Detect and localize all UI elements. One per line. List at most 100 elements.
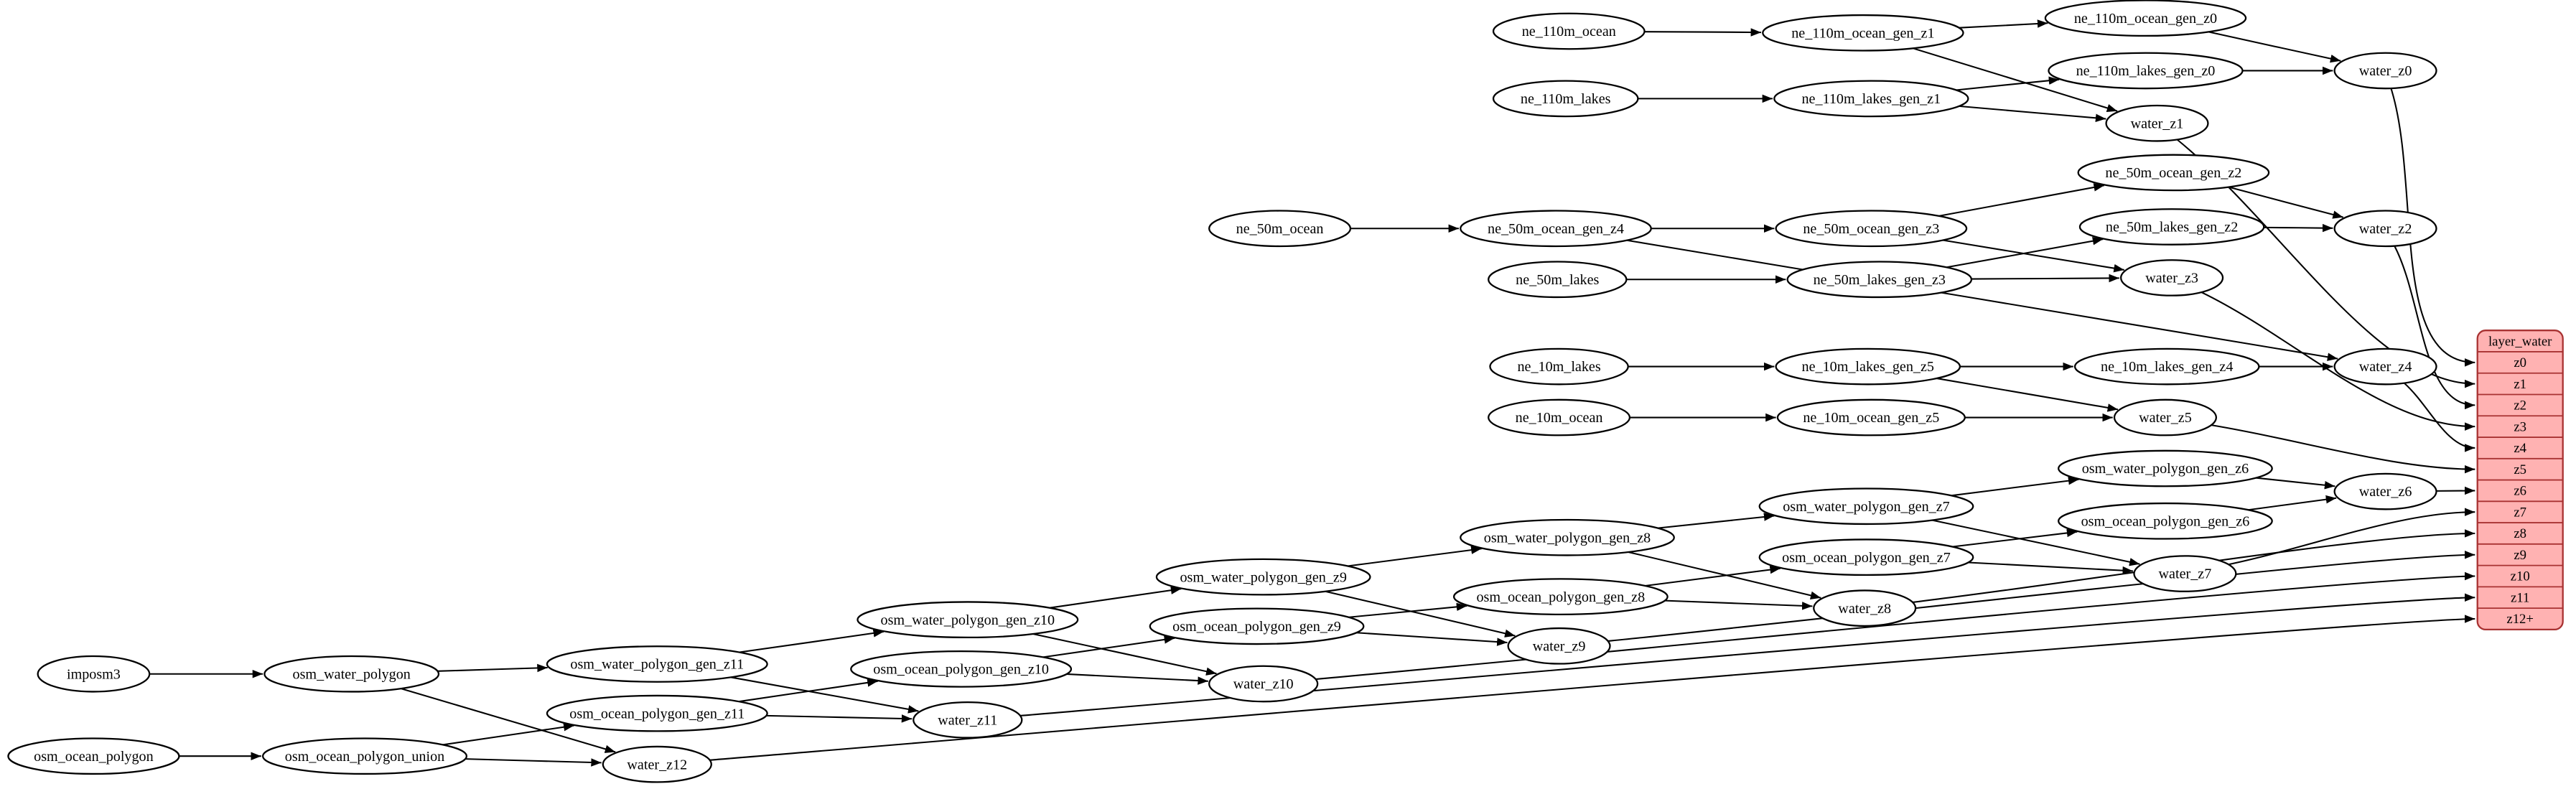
edge-osm_ocean_polygon_gen_z6--water_z6 (2248, 495, 2337, 511)
edge-osm_ocean_polygon_union--osm_ocean_polygon_gen_z11 (442, 723, 574, 746)
node-label-osm_ocean_polygon_gen_z8: osm_ocean_polygon_gen_z8 (1477, 589, 1646, 605)
node-label-osm_water_polygon_gen_z8: osm_water_polygon_gen_z8 (1484, 530, 1651, 546)
node-label-osm_water_polygon_gen_z10: osm_water_polygon_gen_z10 (881, 612, 1055, 628)
record-row-z9: z9 (2514, 548, 2526, 563)
edge-osm_water_polygon_gen_z8--osm_water_polygon_gen_z7 (1657, 513, 1775, 529)
edge-osm_ocean_polygon_gen_z9--osm_ocean_polygon_gen_z8 (1348, 602, 1467, 618)
record-title: layer_water (2488, 334, 2552, 349)
node-osm_water_polygon: osm_water_polygon (263, 655, 440, 693)
node-water_z10: water_z10 (1208, 665, 1319, 703)
edge-osm_water_polygon--osm_water_polygon_gen_z11 (437, 663, 548, 673)
node-ne_10m_lakes: ne_10m_lakes (1489, 347, 1629, 386)
edge-water_z10--layer_water-z10 (1315, 571, 2475, 681)
edge-osm_water_polygon_gen_z7--osm_water_polygon_gen_z6 (1951, 476, 2079, 497)
node-label-osm_ocean_polygon_gen_z10: osm_ocean_polygon_gen_z10 (873, 662, 1049, 678)
node-ellipse (2113, 398, 2218, 436)
node-label-ne_50m_lakes_gen_z3: ne_50m_lakes_gen_z3 (1814, 272, 1946, 288)
record-row-z7: z7 (2514, 505, 2526, 520)
node-label-osm_ocean_polygon_gen_z11: osm_ocean_polygon_gen_z11 (569, 706, 745, 722)
node-ne_10m_ocean: ne_10m_ocean (1488, 398, 1631, 436)
node-label-water_z10: water_z10 (1233, 676, 1294, 692)
node-label-ne_50m_ocean_gen_z3: ne_50m_ocean_gen_z3 (1803, 221, 1939, 237)
node-ellipse (1149, 607, 1365, 645)
node-label-ne_110m_lakes_gen_z1: ne_110m_lakes_gen_z1 (1801, 91, 1941, 107)
edge-osm_ocean_polygon_gen_z11--osm_ocean_polygon_gen_z10 (738, 678, 878, 703)
node-water_z5: water_z5 (2113, 398, 2218, 436)
node-osm_ocean_polygon_gen_z6: osm_ocean_polygon_gen_z6 (2058, 502, 2273, 540)
node-label-osm_ocean_polygon_gen_z6: osm_ocean_polygon_gen_z6 (2081, 513, 2250, 529)
edge-ne_10m_lakes_gen_z5--water_z5 (1936, 378, 2119, 412)
node-ellipse (2048, 52, 2244, 90)
edge-water_z3--layer_water-z3 (2201, 291, 2475, 431)
node-ellipse (1775, 347, 1961, 386)
node-ellipse (1208, 210, 1352, 248)
node-label-osm_water_polygon_gen_z9: osm_water_polygon_gen_z9 (1180, 569, 1346, 585)
node-label-ne_10m_ocean_gen_z5: ne_10m_ocean_gen_z5 (1803, 410, 1939, 426)
node-ellipse (1762, 14, 1964, 52)
node-ellipse (1488, 261, 1628, 299)
node-ne_50m_ocean_gen_z2: ne_50m_ocean_gen_z2 (2077, 154, 2270, 192)
node-ellipse (1460, 210, 1652, 248)
node-label-water_z4: water_z4 (2359, 359, 2412, 375)
edge-osm_water_polygon_gen_z10--water_z10 (1033, 633, 1217, 676)
node-ne_50m_lakes: ne_50m_lakes (1488, 261, 1628, 299)
node-ne_50m_ocean: ne_50m_ocean (1208, 210, 1352, 248)
edge-water_z7--layer_water-z7 (2228, 508, 2475, 566)
edge-ne_50m_lakes_gen_z3--ne_50m_lakes_gen_z2 (1946, 237, 2104, 269)
node-osm_ocean_polygon_gen_z8: osm_ocean_polygon_gen_z8 (1452, 578, 1669, 615)
node-ellipse (857, 601, 1079, 639)
node-ellipse (1488, 398, 1631, 436)
edge-ne_110m_lakes_gen_z1--ne_110m_lakes_gen_z0 (1956, 76, 2060, 91)
node-osm_ocean_polygon_gen_z7: osm_ocean_polygon_gen_z7 (1758, 538, 1974, 576)
node-label-imposm3: imposm3 (67, 666, 121, 682)
node-ellipse (602, 745, 712, 783)
node-label-osm_ocean_polygon_gen_z9: osm_ocean_polygon_gen_z9 (1172, 619, 1341, 635)
node-water_z6: water_z6 (2333, 472, 2437, 510)
edge-osm_ocean_polygon_gen_z7--water_z7 (1968, 561, 2133, 575)
node-label-ne_10m_lakes: ne_10m_lakes (1517, 359, 1600, 375)
record-row-z6: z6 (2514, 484, 2526, 499)
node-label-osm_ocean_polygon_union: osm_ocean_polygon_union (285, 749, 444, 765)
edge-osm_water_polygon_gen_z11--water_z11 (730, 676, 919, 714)
node-label-ne_110m_lakes_gen_z0: ne_110m_lakes_gen_z0 (2076, 63, 2216, 79)
edge-ne_110m_ocean_gen_z0--water_z0 (2208, 31, 2341, 63)
edge-osm_ocean_polygon_union--water_z12 (465, 758, 602, 767)
node-ellipse (1208, 665, 1319, 703)
edge-osm_water_polygon--water_z12 (401, 688, 616, 753)
record-row-z8: z8 (2514, 526, 2526, 541)
node-ne_110m_lakes_gen_z0: ne_110m_lakes_gen_z0 (2048, 52, 2244, 90)
node-water_z12: water_z12 (602, 745, 712, 783)
node-label-water_z9: water_z9 (1533, 638, 1586, 654)
edge-ne_110m_ocean_gen_z1--water_z1 (1913, 47, 2118, 113)
edge-osm_water_polygon_gen_z9--water_z9 (1325, 590, 1516, 638)
node-ellipse (546, 694, 768, 732)
node-osm_water_polygon_gen_z8: osm_water_polygon_gen_z8 (1460, 518, 1675, 556)
node-water_z7: water_z7 (2133, 555, 2237, 592)
node-label-osm_ocean_polygon: osm_ocean_polygon (34, 749, 154, 765)
node-osm_water_polygon_gen_z7: osm_water_polygon_gen_z7 (1758, 487, 1974, 526)
node-water_z1: water_z1 (2105, 104, 2209, 142)
edge-osm_water_polygon_gen_z11--osm_water_polygon_gen_z10 (739, 629, 885, 653)
edge-water_z2--layer_water-z2 (2394, 246, 2475, 410)
node-ellipse (7, 737, 180, 775)
edge-osm_ocean_polygon_gen_z9--water_z9 (1355, 632, 1508, 646)
node-ellipse (1758, 538, 1974, 576)
node-ellipse (263, 655, 440, 693)
node-ne_110m_lakes: ne_110m_lakes (1492, 80, 1639, 118)
node-ellipse (2105, 104, 2209, 142)
record-layer_water: layer_waterz0z1z2z3z4z5z6z7z8z9z10z11z12… (2476, 330, 2564, 631)
node-label-ne_50m_lakes_gen_z2: ne_50m_lakes_gen_z2 (2106, 220, 2238, 235)
node-label-ne_10m_lakes_gen_z4: ne_10m_lakes_gen_z4 (2101, 359, 2233, 375)
node-label-water_z8: water_z8 (1838, 601, 1891, 617)
edge-ne_50m_ocean_gen_z4--water_z4 (1626, 239, 2338, 361)
node-ellipse (2333, 210, 2437, 248)
node-label-osm_ocean_polygon_gen_z7: osm_ocean_polygon_gen_z7 (1782, 550, 1951, 566)
node-osm_ocean_polygon_gen_z11: osm_ocean_polygon_gen_z11 (546, 694, 768, 732)
node-ellipse (2333, 472, 2437, 510)
edge-water_z5--layer_water-z5 (2211, 424, 2475, 474)
record-row-z0: z0 (2514, 355, 2526, 370)
node-ne_10m_ocean_gen_z5: ne_10m_ocean_gen_z5 (1776, 398, 1966, 436)
record-row-z3: z3 (2514, 419, 2526, 434)
node-ellipse (2058, 449, 2273, 487)
